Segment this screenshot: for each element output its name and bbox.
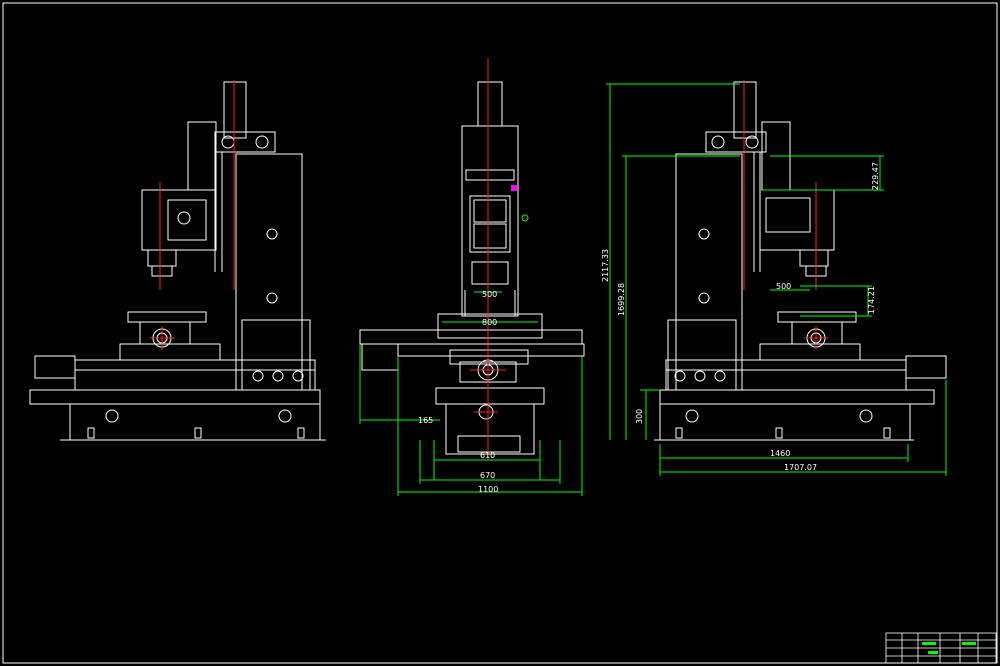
front-saddle [359,329,583,345]
dim-front-1100: 1100 [478,485,498,494]
left-motor [187,121,217,191]
right-base-top [659,389,935,405]
front-table [437,313,543,339]
dim-right-500: 500 [776,282,791,291]
left-motor-top [223,81,247,139]
dim-right-2117: 2117.33 [601,249,610,282]
title-block [885,632,997,664]
left-center-lines [150,80,235,350]
front-base [435,387,545,405]
right-spindle-head [759,189,835,251]
left-table [119,343,221,361]
left-column [235,153,303,391]
dim-right-1460: 1460 [770,449,790,458]
title-block-green [922,642,976,654]
dim-right-174: 174.21 [867,286,876,314]
right-column [675,153,743,391]
right-view [654,81,947,441]
front-dim-labels: 500 800 165 610 670 1100 [418,290,498,494]
left-view [29,81,326,441]
right-table [759,343,861,361]
dim-front-610: 610 [480,451,495,460]
front-highlight [511,185,529,222]
dim-front-800: 800 [482,318,497,327]
right-dimensions [606,83,947,476]
dim-right-1699: 1699.28 [617,283,626,316]
front-column [461,125,519,317]
right-rail [905,355,947,379]
dim-front-670: 670 [480,471,495,480]
front-ram [477,81,503,127]
left-spindle-head [141,189,217,251]
dim-right-229: 229.47 [871,162,880,190]
front-view [359,81,585,455]
right-base-body [659,403,911,441]
dim-front-500: 500 [482,290,497,299]
left-rail [34,355,76,379]
dim-front-165: 165 [418,416,433,425]
right-dim-labels: 2117.33 1699.28 229.47 174.21 300 500 14… [601,162,880,472]
dim-right-1707: 1707.07 [784,463,817,472]
front-dimensions [359,291,583,496]
right-motor-top [733,81,757,139]
front-center-lines [470,58,506,460]
left-base-top [29,389,321,405]
right-center-lines [743,80,828,350]
dim-right-300: 300 [635,409,644,424]
